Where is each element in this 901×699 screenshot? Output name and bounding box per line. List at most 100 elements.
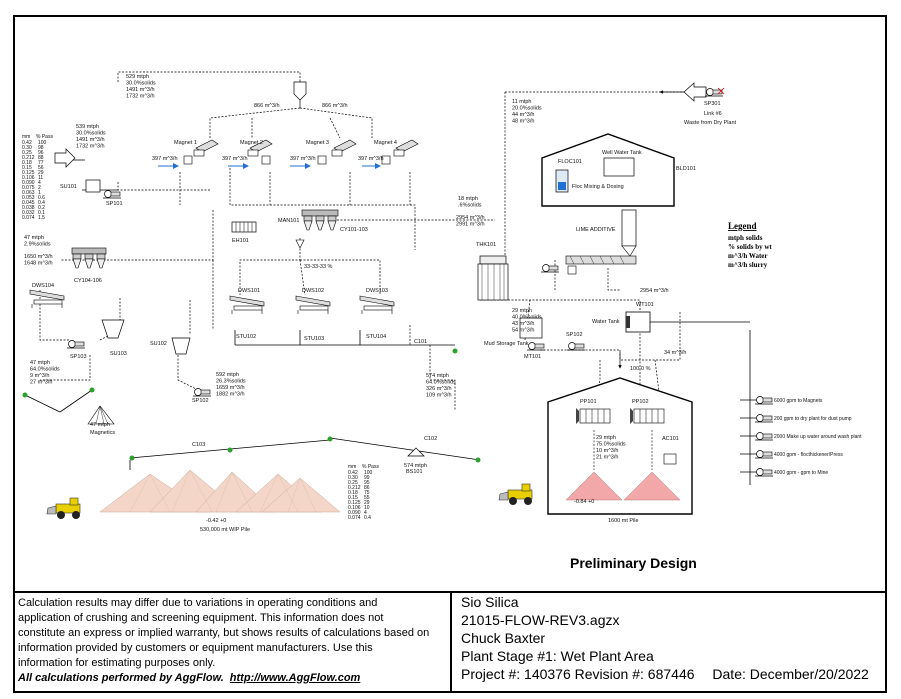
equipment-label: SP301 <box>704 101 721 107</box>
psd-header: mm <box>348 464 356 470</box>
stream-label: 9 m^3/h <box>30 373 49 379</box>
equipment-label: CY101-103 <box>340 227 368 233</box>
psd-cell: 55 <box>364 495 370 501</box>
psd-cell: 0.25 <box>348 480 358 486</box>
stream-label: 27 m^3/h <box>30 380 52 386</box>
equipment-label: 1600 mt Pile <box>608 518 639 524</box>
psd-cell: 0.42 <box>22 140 32 146</box>
legend-line: m^3/h slurry <box>728 261 768 269</box>
stream-label: 866 m^3/h <box>254 103 280 109</box>
stream-label: 47 mtph <box>90 422 110 428</box>
equipment-label: STU102 <box>236 334 256 340</box>
equipment-label: Magnet 2 <box>240 140 263 146</box>
stream-label: 574 mtph <box>404 463 427 469</box>
author-name: Chuck Baxter <box>461 630 546 646</box>
stream-label: 397 m^3/h <box>290 156 316 162</box>
stream-label: 21 m^3/h <box>596 455 618 461</box>
equipment-label: CY104-106 <box>74 278 102 284</box>
lime-silo <box>565 209 637 275</box>
equipment-label: DWS103 <box>366 288 388 294</box>
stream-label: 26.3%solids <box>216 379 246 385</box>
psd-cell: 0.075 <box>22 185 35 191</box>
psd-cell: 0.074 <box>348 515 361 521</box>
psd-cell: 0.032 <box>22 210 35 216</box>
stream-label: 2954 m^3/h <box>456 215 485 221</box>
equipment-label: FLOC101 <box>558 159 582 165</box>
mud-storage-tank <box>519 317 543 339</box>
cy101-103-cyclones <box>301 209 339 231</box>
bs101-stacker <box>407 447 425 457</box>
sp101-pump <box>102 190 122 199</box>
stream-label: 1732 m^3/h <box>126 94 155 100</box>
psd-cell: 0.106 <box>348 505 361 511</box>
file-name: 21015-FLOW-REV3.agzx <box>461 612 620 628</box>
stream-label: 866 m^3/h <box>322 103 348 109</box>
water-use-label: 200 gpm to dry plant for dust pump <box>774 416 852 422</box>
psd-cell: 56 <box>38 165 44 171</box>
well-water-tank <box>603 157 635 177</box>
revision-label: Revision #: <box>574 666 644 682</box>
stream-label: 64.0%solids <box>426 380 456 386</box>
equipment-label: Link #6 <box>704 111 722 117</box>
stream-label: 397 m^3/h <box>358 156 384 162</box>
stream-label: 18 mtph <box>458 196 478 202</box>
psd-cell: 100 <box>38 140 47 146</box>
magnet-4 <box>393 139 419 157</box>
equipment-label: Magnetics <box>90 430 115 436</box>
psd-cell: 0.25 <box>22 150 32 156</box>
date-label: Date: <box>712 666 746 682</box>
equipment-label: SU103 <box>110 351 127 357</box>
psd-cell: 0.30 <box>348 475 358 481</box>
revision-number: 687446 <box>647 666 695 682</box>
equipment-label: EH101 <box>232 238 249 244</box>
stream-label: 30.0%solids <box>76 131 106 137</box>
stream-label: 11 mtph <box>512 99 531 105</box>
equipment-label: Floc Mixing & Dosing <box>572 184 624 190</box>
equipment-label: LIME ADDITIVE <box>576 227 616 233</box>
psd-cell: 0.090 <box>348 510 361 516</box>
pp102-press <box>629 407 665 425</box>
psd-cell: 0.125 <box>22 170 35 176</box>
psd-cell: 1.5 <box>38 215 45 221</box>
equipment-label: SP101 <box>106 201 123 207</box>
equipment-label: C103 <box>192 442 205 448</box>
psd-cell: 0.053 <box>22 195 35 201</box>
psd-cell: 0.42 <box>348 470 358 476</box>
su102-sump <box>171 337 191 355</box>
magnetics-pile <box>87 405 115 425</box>
stream-label: 2954 m^3/h <box>640 288 669 294</box>
eh101-unit <box>231 221 257 233</box>
filter-cake-pile-2 <box>623 471 681 501</box>
project-info-row: Project #: 140376 Revision #: 687446 Dat… <box>461 665 891 683</box>
psd-cell: 4 <box>38 180 41 186</box>
stream-label: 539 mtph <box>76 124 99 130</box>
stream-label: 1648 m^3/h <box>24 261 53 267</box>
psd-cell: 0.063 <box>22 190 35 196</box>
aggflow-link[interactable]: http://www.AggFlow.com <box>229 672 361 684</box>
stream-label: 1491 m^3/h <box>126 87 155 93</box>
psd-cell: 0.125 <box>348 500 361 506</box>
psd-header: % Pass <box>36 134 53 140</box>
preliminary-design: Preliminary Design <box>570 555 697 571</box>
equipment-label: 530,000 mt WIP Pile <box>200 527 250 533</box>
equipment-label: WT101 <box>636 302 654 308</box>
disclaimer-line: application of crushing and screening eq… <box>18 612 384 624</box>
stream-label: 326 m^3/h <box>426 386 452 392</box>
equipment-label: Water Tank <box>592 319 620 325</box>
psd-cell: 0.15 <box>22 165 32 171</box>
stream-label: 10 m^3/h <box>596 448 618 454</box>
equipment-label: PP102 <box>632 399 649 405</box>
psd-cell: 0.074 <box>22 215 35 221</box>
legend-title: Legend <box>728 221 757 231</box>
stream-label: 1650 m^3/h <box>24 254 53 260</box>
equipment-label: SP103 <box>70 354 87 360</box>
psd-cell: 95 <box>364 480 370 486</box>
disclaimer-block: Calculation results may differ due to va… <box>18 596 448 686</box>
stream-label: 2.9%solids <box>24 242 51 248</box>
stream-label: 109 m^3/h <box>426 393 452 399</box>
feed-arrow <box>54 148 76 168</box>
equipment-label: BLD101 <box>676 166 696 172</box>
equipment-label: MT101 <box>524 354 541 360</box>
sp102-pump <box>192 388 212 397</box>
